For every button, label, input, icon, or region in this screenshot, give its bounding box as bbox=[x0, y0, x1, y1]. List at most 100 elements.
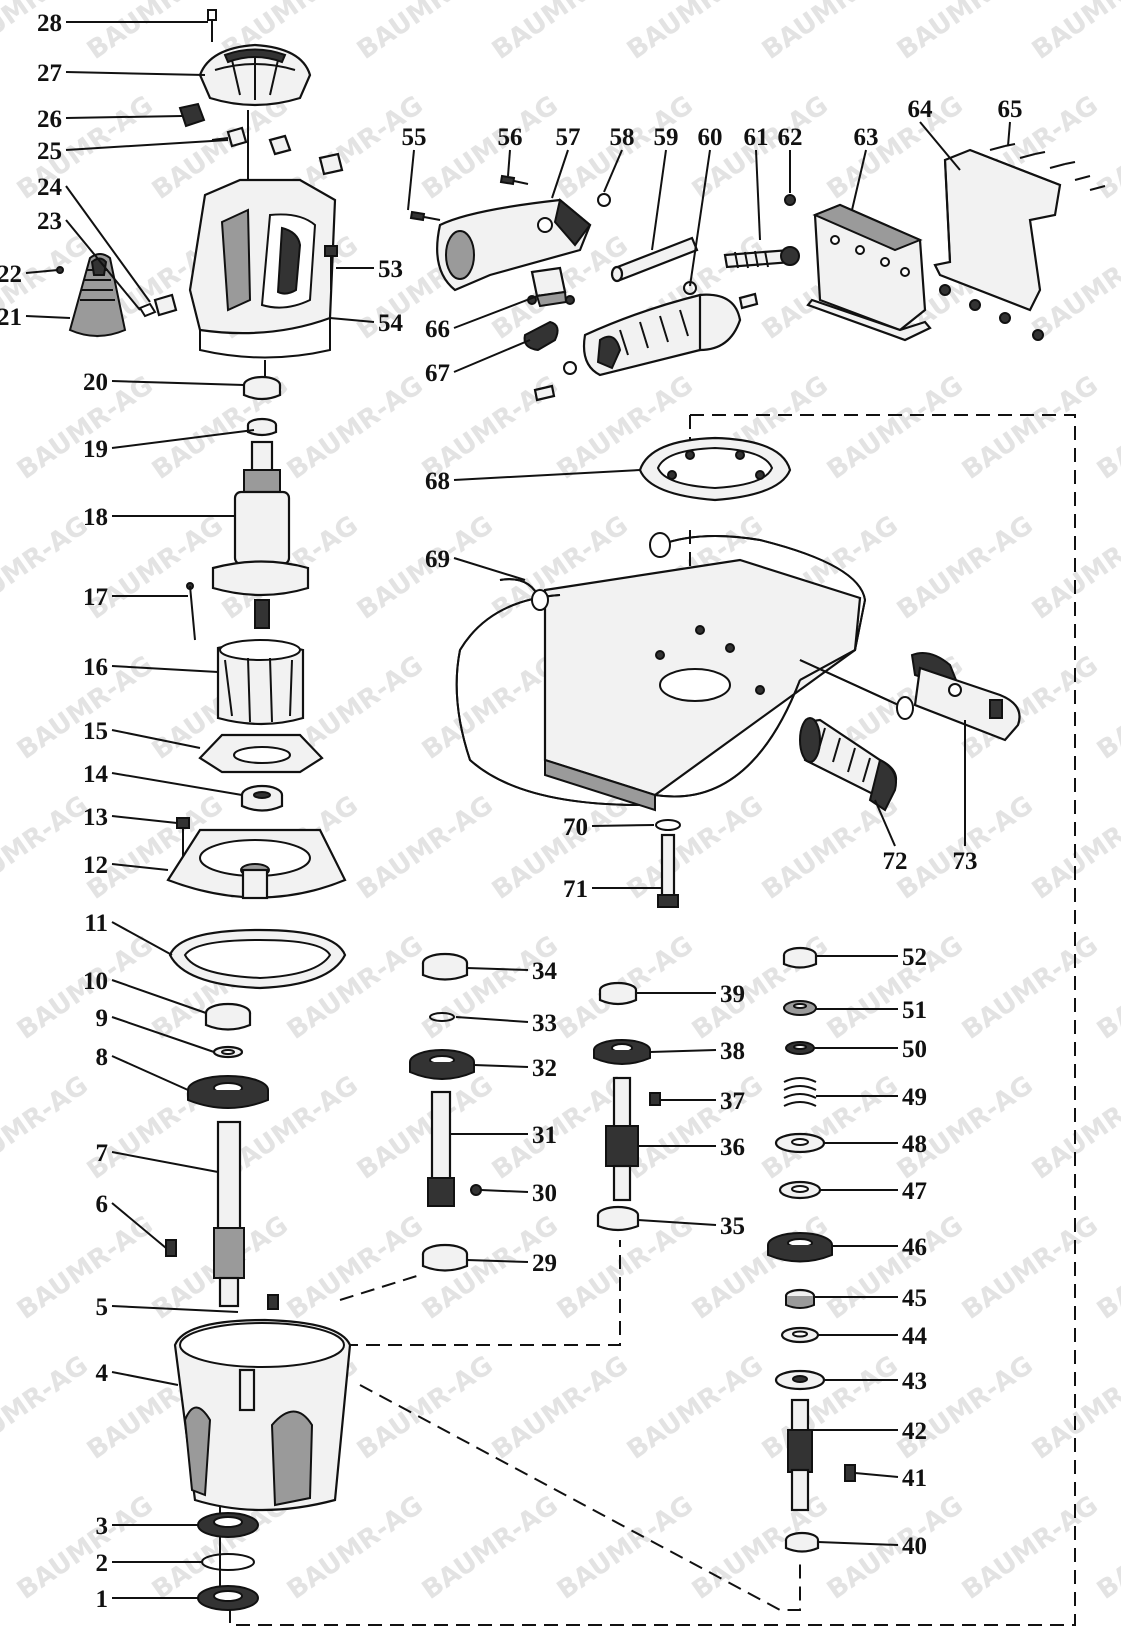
flat-washer-a bbox=[780, 1326, 820, 1344]
watermark-text: BAUMR-AG bbox=[0, 1070, 94, 1185]
leader-line bbox=[111, 815, 178, 824]
leader-line bbox=[453, 469, 641, 481]
callout-number: 60 bbox=[698, 124, 723, 151]
callout-number: 46 bbox=[902, 1234, 927, 1261]
idler-key bbox=[470, 1184, 482, 1196]
callout-number: 21 bbox=[0, 304, 22, 331]
callout-number: 29 bbox=[532, 1250, 557, 1277]
middle-bearing bbox=[240, 784, 284, 812]
leader-line bbox=[25, 269, 59, 274]
watermark-text: BAUMR-AG bbox=[0, 1350, 94, 1465]
watermark-text: BAUMR-AG bbox=[0, 790, 94, 905]
leader-line bbox=[689, 149, 711, 287]
leader-line bbox=[591, 824, 655, 827]
callout-number: 13 bbox=[83, 804, 108, 831]
callout-number: 31 bbox=[532, 1122, 557, 1149]
output-spindle-shaft bbox=[213, 1120, 245, 1308]
leader-line bbox=[111, 380, 245, 386]
watermark-text: BAUMR-AG bbox=[417, 1490, 564, 1605]
leader-line bbox=[455, 1016, 529, 1023]
callout-number: 18 bbox=[83, 504, 108, 531]
mounting-bracket bbox=[806, 203, 932, 342]
switch-lever bbox=[153, 293, 178, 317]
handle-right-shell bbox=[582, 293, 742, 377]
leader-line bbox=[919, 121, 961, 171]
leader-line bbox=[453, 557, 526, 581]
callout-number: 67 bbox=[425, 360, 450, 387]
second-pinion-shaft bbox=[605, 1076, 639, 1202]
housing-screw bbox=[324, 245, 338, 290]
gear-case-cover bbox=[166, 828, 347, 900]
callout-number: 63 bbox=[854, 124, 879, 151]
watermark-text: BAUMR-AG bbox=[622, 0, 769, 66]
spring-washer bbox=[785, 1041, 815, 1055]
callout-number: 26 bbox=[37, 106, 62, 133]
callout-number: 22 bbox=[0, 261, 22, 288]
idler-bearing-top bbox=[421, 952, 469, 981]
callout-number: 39 bbox=[720, 981, 745, 1008]
leader-line bbox=[111, 863, 169, 871]
leader-line bbox=[111, 1371, 179, 1386]
idler-circlip bbox=[429, 1012, 455, 1022]
leader-line bbox=[466, 967, 529, 971]
leader-line bbox=[551, 149, 569, 199]
callout-number: 12 bbox=[83, 852, 108, 879]
leader-line bbox=[453, 339, 531, 373]
callout-number: 38 bbox=[720, 1038, 745, 1065]
callout-number: 15 bbox=[83, 718, 108, 745]
idler-shaft bbox=[427, 1090, 455, 1207]
callout-number: 55 bbox=[402, 124, 427, 151]
callout-number: 73 bbox=[953, 848, 978, 875]
watermark-text: BAUMR-AG bbox=[622, 1350, 769, 1465]
leader-line bbox=[111, 772, 243, 796]
callout-number: 48 bbox=[902, 1131, 927, 1158]
handle-screw-a bbox=[409, 210, 441, 222]
watermark-text: BAUMR-AG bbox=[1027, 0, 1121, 66]
second-key bbox=[649, 1092, 661, 1106]
second-bearing-bottom bbox=[596, 1205, 640, 1232]
watermark-text: BAUMR-AG bbox=[622, 1070, 769, 1185]
watermark-text: BAUMR-AG bbox=[757, 1070, 904, 1185]
callout-number: 47 bbox=[902, 1178, 927, 1205]
watermark-text: BAUMR-AG bbox=[1027, 790, 1121, 905]
callout-number: 59 bbox=[654, 124, 679, 151]
rubber-grip bbox=[799, 717, 898, 812]
callout-number: 14 bbox=[83, 761, 109, 788]
handle-nut bbox=[784, 194, 796, 206]
stator-pin bbox=[186, 582, 196, 641]
callout-number: 50 bbox=[902, 1036, 927, 1063]
gear-case-housing bbox=[173, 1318, 352, 1512]
clutch-spring bbox=[783, 1077, 817, 1107]
leader-line bbox=[854, 1472, 899, 1478]
leader-line bbox=[65, 185, 151, 303]
callout-number: 41 bbox=[902, 1465, 927, 1492]
frame-bolt bbox=[657, 833, 679, 908]
callout-number: 1 bbox=[96, 1586, 109, 1613]
leader-line bbox=[111, 921, 173, 956]
watermark-text: BAUMR-AG bbox=[352, 1070, 499, 1185]
callout-number: 61 bbox=[744, 124, 769, 151]
top-screw bbox=[207, 9, 217, 42]
watermark-text: BAUMR-AG bbox=[552, 1490, 699, 1605]
leader-line bbox=[466, 1259, 529, 1263]
bottom-bearing bbox=[197, 1512, 259, 1538]
leader-line bbox=[407, 149, 415, 211]
leader-line bbox=[111, 429, 255, 449]
callout-number: 7 bbox=[96, 1140, 109, 1167]
carbon-brush bbox=[211, 126, 248, 148]
watermark-text: BAUMR-AG bbox=[352, 0, 499, 66]
callout-number: 64 bbox=[908, 96, 934, 123]
watermark-text: BAUMR-AG bbox=[892, 510, 1039, 625]
handle-tube bbox=[610, 236, 699, 283]
watermark-text: BAUMR-AG bbox=[12, 1490, 159, 1605]
mounting-flange bbox=[638, 436, 792, 502]
leader-line bbox=[603, 149, 623, 193]
callout-number: 53 bbox=[378, 256, 403, 283]
callout-number: 4 bbox=[96, 1360, 109, 1387]
callout-number: 57 bbox=[556, 124, 581, 151]
leader-line bbox=[329, 317, 375, 323]
top-bearing bbox=[242, 375, 282, 401]
thrust-washer-a bbox=[774, 1132, 826, 1154]
idler-bearing-bottom bbox=[421, 1243, 469, 1272]
leader-line bbox=[111, 1055, 189, 1091]
